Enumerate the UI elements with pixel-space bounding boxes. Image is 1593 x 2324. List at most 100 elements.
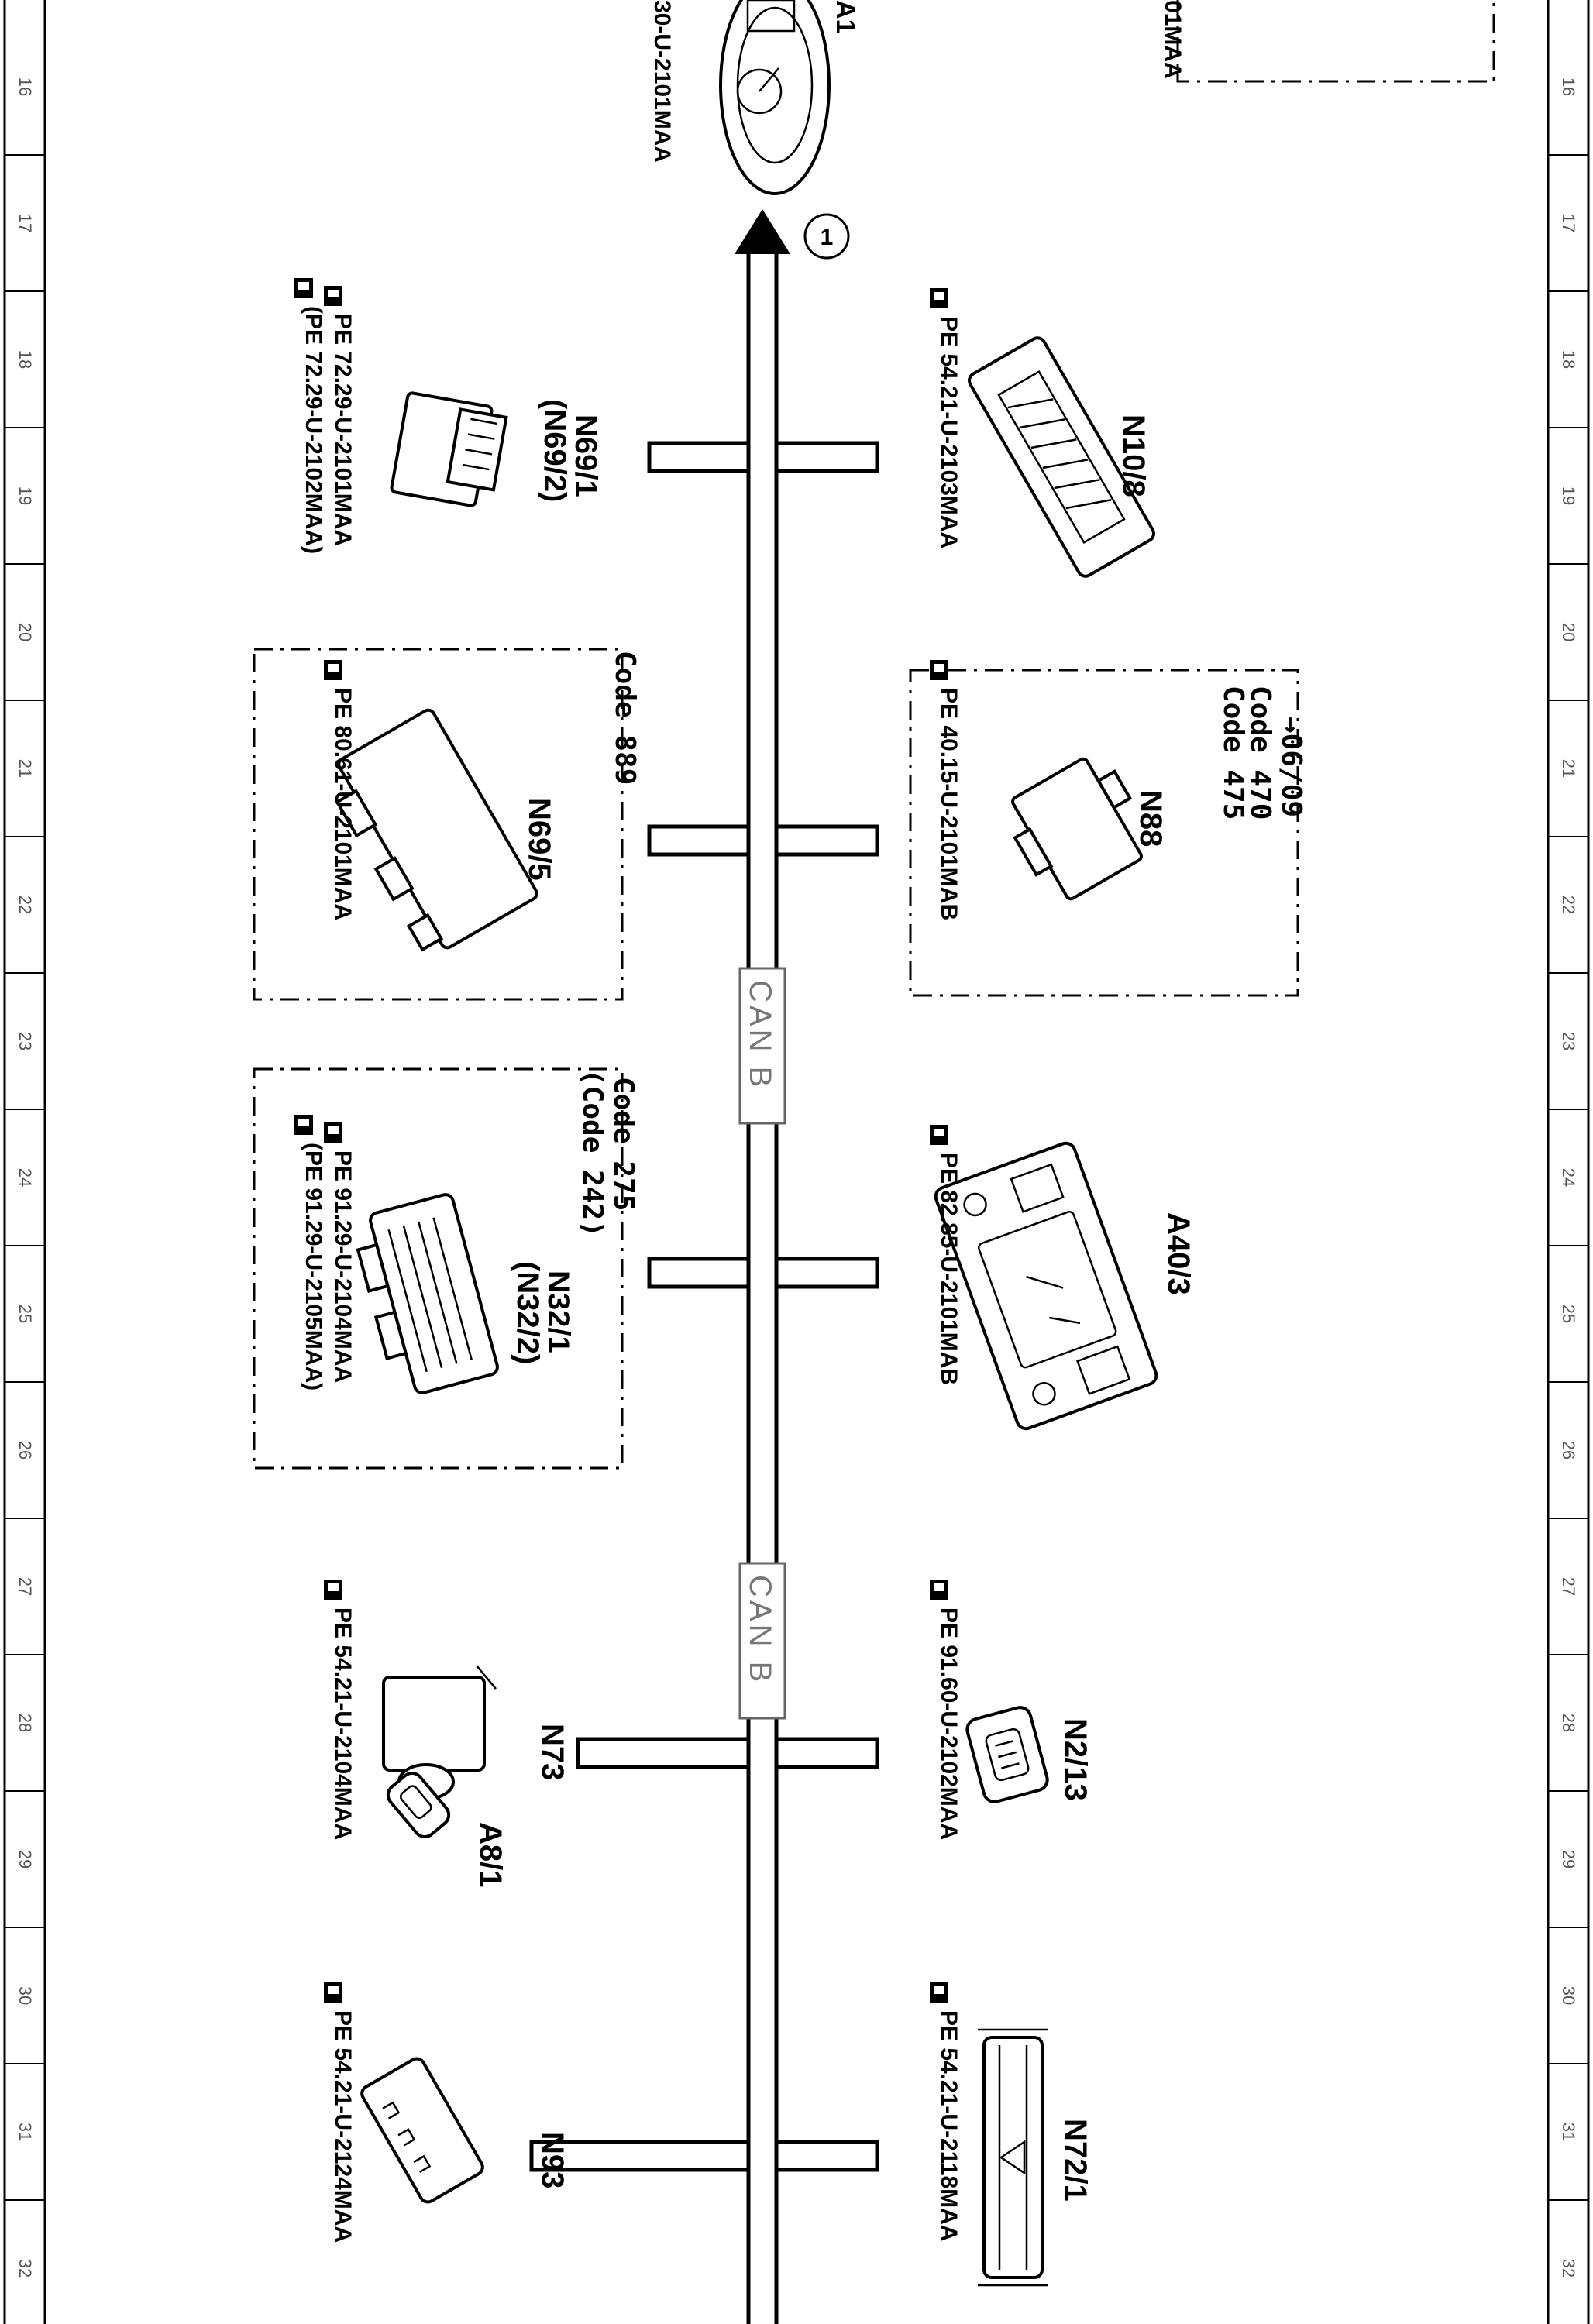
a8-1-id: A8/1 (473, 1822, 507, 1888)
grid-number-left-16: 16 (15, 77, 35, 96)
grid-number-right-22: 22 (1559, 896, 1578, 914)
grid-number-left-19: 19 (15, 486, 35, 505)
n73-id: N73 (535, 1724, 569, 1780)
a40-3-display-unit (934, 1141, 1158, 1431)
grid-number-right-24: 24 (1559, 1168, 1578, 1187)
hand-pointing-book-icon (324, 1122, 342, 1143)
n73-ref: PE 54.21-U-2104MAA (330, 1607, 356, 1840)
n32-1-code-box (253, 1067, 624, 1470)
n69-1-id: N69/1 (569, 414, 603, 497)
hand-pointing-book-icon (324, 1982, 342, 2003)
reference-icons (294, 278, 948, 2003)
grid-number-right-30: 30 (1559, 1986, 1578, 2005)
can-bus-trunk (735, 209, 790, 2324)
n93-id: N93 (535, 2132, 569, 2188)
hand-pointing-book-icon (324, 1580, 342, 1600)
grid-number-left-28: 28 (15, 1714, 35, 1732)
grid-number-left-23: 23 (15, 1032, 35, 1050)
left-grid-border (3, 0, 46, 2324)
n93-module (360, 2057, 484, 2204)
grid-number-right-28: 28 (1559, 1714, 1578, 1732)
n69-5-ref: PE 80.61-U-2101MAA (330, 688, 356, 920)
n88-code-2: Code 470 (1244, 686, 1276, 820)
n88-code-box (909, 669, 1299, 997)
n32-1-code-1: Code 275 (607, 1077, 639, 1211)
grid-number-right-25: 25 (1559, 1305, 1578, 1323)
hand-pointing-book-icon (930, 1125, 948, 1145)
grid-number-right-31: 31 (1559, 2123, 1578, 2141)
bus-branch-5 (529, 2140, 879, 2172)
grid-number-right-21: 21 (1559, 759, 1578, 778)
bus-branches (529, 441, 879, 2172)
n69-5-module (335, 708, 538, 952)
n88-module (1011, 757, 1143, 901)
n2-13-module (965, 1706, 1049, 1803)
left-component-labels: N69/1 (N69/2) PE 72.29-U-2101MAA (PE 72.… (301, 306, 641, 2243)
grid-number-left-31: 31 (15, 2123, 35, 2141)
bus-branch-3 (647, 1257, 879, 1289)
hand-pointing-book-icon (324, 660, 342, 680)
n72-1-ref: PE 54.21-U-2118MAA (936, 2010, 962, 2241)
grid-number-right-19: 19 (1559, 486, 1578, 505)
can-b-label-2: CAN B (738, 1562, 786, 1720)
n32-1-code-2: (Code 242) (576, 1069, 608, 1237)
n72-1-switch-bar (978, 2028, 1048, 2287)
grid-number-left-26: 26 (15, 1441, 35, 1459)
grid-number-left-32: 32 (15, 2259, 35, 2278)
n32-1-id: N32/1 (542, 1270, 576, 1353)
grid-number-right-17: 17 (1559, 214, 1578, 232)
n10-8-module (968, 336, 1155, 578)
n69-5-code: Code 889 (609, 651, 641, 785)
n2-13-ref: PE 91.60-U-2102MAA (936, 1607, 962, 1840)
hand-pointing-book-icon (930, 1982, 948, 2003)
grid-number-left-17: 17 (15, 214, 35, 232)
bus-branch-2 (647, 824, 879, 857)
grid-number-right-26: 26 (1559, 1441, 1578, 1459)
grid-number-right-20: 20 (1559, 623, 1578, 641)
n10-8-id: N10/8 (1116, 414, 1151, 497)
grid-number-left-20: 20 (15, 623, 35, 641)
a40-3-ref: PE 82.85-U-2101MAB (936, 1153, 962, 1385)
n2-13-id: N2/13 (1058, 1718, 1092, 1801)
grid-number-right-29: 29 (1559, 1850, 1578, 1868)
grid-number-left-30: 30 (15, 1986, 35, 2005)
svg-text:CAN B: CAN B (743, 980, 777, 1090)
grid-number-left-27: 27 (15, 1577, 35, 1596)
top-partial-module (719, 0, 831, 195)
bus-branch-1 (647, 441, 879, 473)
n32-1-ref-1: PE 91.29-U-2104MAA (330, 1150, 356, 1383)
right-component-labels: N10/8 PE 54.21-U-2103MAA →06/09 Code 470… (936, 316, 1307, 2241)
a40-3-id: A40/3 (1161, 1212, 1196, 1295)
n69-1-ref-2: (PE 72.29-U-2102MAA) (301, 306, 326, 554)
can-b-label-1: CAN B (738, 967, 786, 1125)
n88-code-3: Code 475 (1217, 686, 1249, 820)
n69-1-ref-1: PE 72.29-U-2101MAA (330, 314, 356, 546)
right-grid-border (1547, 0, 1590, 2324)
hand-pointing-book-icon (294, 1115, 313, 1135)
grid-number-left-25: 25 (15, 1305, 35, 1323)
hand-pointing-book-icon (324, 286, 342, 306)
grid-number-left-22: 22 (15, 896, 35, 914)
n72-1-id: N72/1 (1058, 2119, 1092, 2202)
grid-number-right-23: 23 (1559, 1032, 1578, 1050)
n69-1-alt-id: (N69/2) (538, 399, 572, 502)
grid-number-right-27: 27 (1559, 1577, 1578, 1596)
a8-1-key (386, 1772, 451, 1838)
n32-1-module (356, 1193, 499, 1394)
n69-5-id: N69/5 (522, 798, 556, 881)
grid-number-right-18: 18 (1559, 350, 1578, 369)
grid-number-left-21: 21 (15, 759, 35, 778)
top-component-ref: 30-U-2101MAA (649, 0, 675, 163)
marker-1: 1 (803, 213, 850, 260)
grid-number-right-32: 32 (1559, 2259, 1578, 2278)
grid-number-left-24: 24 (15, 1168, 35, 1187)
top-right-dashed-box (1176, 0, 1495, 83)
n88-code-1: →06/09 (1275, 717, 1307, 817)
n32-1-alt-id: (N32/2) (511, 1261, 545, 1364)
n69-5-code-box (253, 648, 624, 1001)
hand-pointing-book-icon (930, 288, 948, 308)
svg-text:1: 1 (821, 225, 834, 250)
bus-branch-4 (576, 1737, 879, 1769)
n93-ref: PE 54.21-U-2124MAA (330, 2010, 356, 2243)
n10-8-ref: PE 54.21-U-2103MAA (936, 316, 962, 548)
